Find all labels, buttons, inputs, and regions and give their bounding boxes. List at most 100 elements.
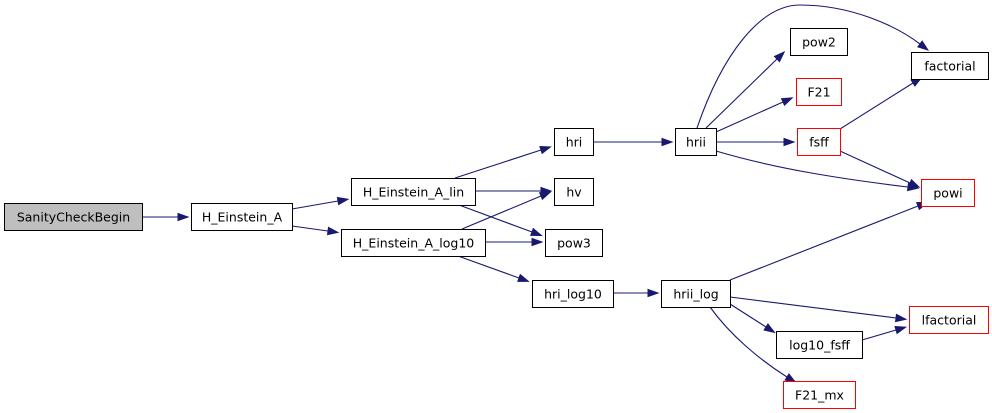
edge-line: [861, 329, 897, 341]
arrowhead-icon: [336, 196, 350, 206]
node-label: H_Einstein_A_lin: [363, 185, 464, 200]
edge-line: [709, 306, 788, 378]
edge-line: [715, 150, 909, 188]
edge-hrii-to-fsff: [716, 137, 796, 147]
node-label: H_Einstein_A_log10: [353, 236, 475, 251]
node-hv[interactable]: hv: [554, 178, 594, 206]
edge-hrii-to-factorial: [696, 4, 930, 129]
node-box[interactable]: [554, 128, 594, 156]
arrowhead-icon: [894, 326, 908, 335]
node-box[interactable]: [921, 179, 975, 207]
edge-fsff-to-powi: [839, 150, 921, 188]
edge-line: [839, 82, 914, 130]
edge-H_Einstein_A_lin-to-pow3: [458, 204, 543, 236]
arrowhead-icon: [538, 191, 552, 201]
node-factorial[interactable]: factorial: [911, 52, 989, 80]
edge-hrii-to-pow2: [705, 51, 786, 129]
node-box[interactable]: [911, 52, 989, 80]
node-box[interactable]: [675, 128, 717, 156]
node-label: hrii_log: [673, 287, 718, 302]
node-label: hv: [566, 185, 582, 200]
edge-line: [729, 303, 767, 328]
node-label: powi: [933, 186, 962, 201]
arrowhead-icon: [894, 313, 908, 323]
edge-H_Einstein_A_log10-to-hv: [461, 191, 552, 230]
node-f21-mx[interactable]: F21_mx: [783, 381, 856, 409]
node-pow3[interactable]: pow3: [545, 229, 603, 257]
edge-line: [461, 195, 542, 230]
node-box[interactable]: [790, 28, 848, 56]
node-box[interactable]: [909, 306, 989, 334]
node-hri-log10[interactable]: hri_log10: [532, 280, 614, 308]
node-fsff[interactable]: fsff: [797, 128, 841, 156]
edge-line: [839, 150, 911, 184]
node-box[interactable]: [797, 128, 841, 156]
edge-SanityCheckBegin-to-H_Einstein_A: [142, 212, 190, 222]
node-box[interactable]: [351, 178, 476, 206]
arrowhead-icon: [517, 273, 530, 282]
edge-hri-to-hrii: [593, 137, 674, 147]
edge-hrii_log-to-lfactorial: [729, 296, 908, 323]
arrowhead-icon: [539, 146, 552, 155]
node-h-einstein-a-log10[interactable]: H_Einstein_A_log10: [341, 229, 486, 257]
node-label: fsff: [809, 135, 829, 150]
edge-line: [457, 255, 520, 279]
node-label: hri: [566, 135, 583, 150]
arrowhead-icon: [177, 212, 190, 222]
arrowhead-icon: [661, 137, 674, 147]
node-label: lfactorial: [922, 313, 977, 328]
node-box[interactable]: [545, 229, 603, 257]
node-box[interactable]: [796, 78, 842, 106]
edge-hrii-to-powi: [715, 150, 920, 192]
node-box[interactable]: [554, 178, 594, 206]
arrowhead-icon: [773, 51, 786, 63]
node-h-einstein-a[interactable]: H_Einstein_A: [191, 203, 293, 231]
node-h-einstein-a-lin[interactable]: H_Einstein_A_lin: [351, 178, 476, 206]
node-hrii-log[interactable]: hrii_log: [661, 280, 731, 308]
edge-line: [291, 225, 329, 232]
edge-line: [458, 204, 533, 233]
arrowhead-icon: [326, 226, 340, 236]
node-f21[interactable]: F21: [796, 78, 842, 106]
edge-line: [291, 200, 339, 210]
node-box[interactable]: [783, 381, 856, 409]
node-label: pow3: [557, 236, 591, 251]
arrowhead-icon: [530, 227, 543, 236]
edge-H_Einstein_A_lin-to-hri: [454, 146, 552, 179]
node-label: log10_fsff: [789, 338, 850, 353]
node-sanitycheckbegin[interactable]: SanityCheckBegin: [4, 203, 143, 231]
node-powi[interactable]: powi: [921, 179, 975, 207]
edge-fsff-to-factorial: [839, 76, 923, 130]
arrowhead-icon: [763, 323, 776, 334]
node-box[interactable]: [776, 331, 863, 359]
edge-H_Einstein_A_log10-to-hri_log10: [457, 255, 530, 282]
node-hrii[interactable]: hrii: [675, 128, 717, 156]
node-box[interactable]: [4, 203, 143, 231]
nodes-layer: SanityCheckBegin H_Einstein_A H_Einstein_A…: [4, 28, 989, 409]
node-label: hrii: [686, 135, 706, 150]
edges-layer: [142, 4, 930, 384]
edge-log10_fsff-to-lfactorial: [861, 326, 908, 341]
edge-H_Einstein_A-to-H_Einstein_A_lin: [291, 196, 350, 210]
edge-line: [705, 58, 778, 129]
edge-hri_log10-to-hrii_log: [613, 288, 660, 298]
node-label: F21_mx: [795, 388, 844, 403]
edge-line: [715, 101, 784, 133]
node-box[interactable]: [661, 280, 731, 308]
edge-line: [729, 296, 897, 319]
edge-hrii_log-to-powi: [729, 201, 929, 281]
arrowhead-icon: [647, 288, 660, 298]
edge-H_Einstein_A-to-H_Einstein_A_log10: [291, 225, 340, 236]
arrowhead-icon: [780, 97, 794, 107]
edge-line: [696, 4, 921, 129]
node-box[interactable]: [532, 280, 614, 308]
node-pow2[interactable]: pow2: [790, 28, 848, 56]
node-hri[interactable]: hri: [554, 128, 594, 156]
node-label: H_Einstein_A: [202, 210, 283, 225]
node-box[interactable]: [191, 203, 293, 231]
node-box[interactable]: [341, 229, 486, 257]
node-lfactorial[interactable]: lfactorial: [909, 306, 989, 334]
node-log10-fsff[interactable]: log10_fsff: [776, 331, 863, 359]
node-label: SanityCheckBegin: [17, 210, 130, 225]
